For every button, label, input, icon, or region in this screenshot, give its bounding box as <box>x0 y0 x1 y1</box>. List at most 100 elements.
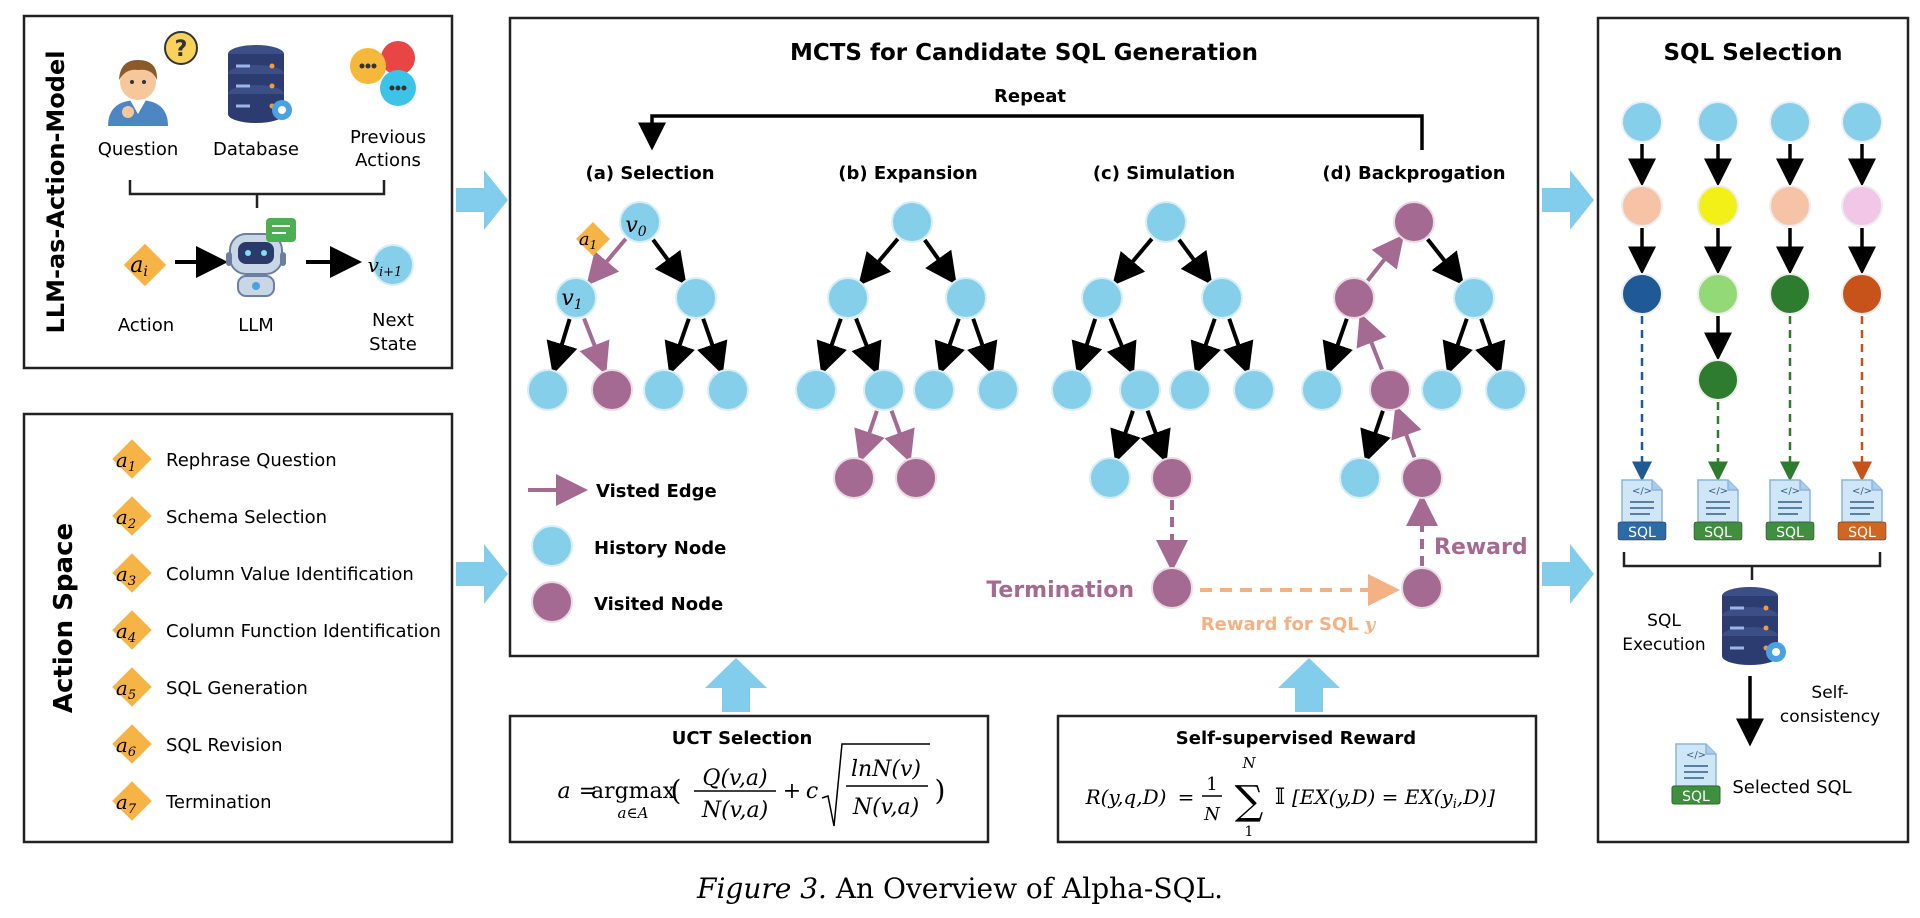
action-item-symbol: a <box>116 562 128 586</box>
repeat-loop-arrow <box>638 114 1424 151</box>
action-item-label: Column Value Identification <box>166 564 414 585</box>
state-subscript: i+1 <box>379 265 402 280</box>
selection-edge <box>651 238 687 286</box>
selected-sql-code-glyph: </> <box>1686 750 1706 761</box>
previous-actions-chat-icon <box>350 41 416 106</box>
uct-eq: = <box>579 779 597 804</box>
action-item-label: SQL Revision <box>166 735 283 756</box>
action-diamond-icon: ai <box>123 243 167 287</box>
expansion-leaf-node <box>913 369 955 411</box>
caption-text: An Overview of Alpha-SQL. <box>827 872 1223 905</box>
sql-file-icon: </>SQL <box>1693 479 1743 541</box>
simulation-node <box>1201 277 1243 319</box>
reward-box-title: Self-supervised Reward <box>1176 728 1416 749</box>
sql-tag: SQL <box>1628 525 1656 541</box>
question-person-icon <box>108 60 168 126</box>
uct-den2: N(v,a) <box>852 795 919 820</box>
uct-up-arrow <box>705 658 767 712</box>
uct-formula: a = argmax a∈A ( Q(v,a) N(v,a) + c lnN(v… <box>557 743 946 827</box>
state-symbol: v <box>368 253 380 277</box>
llm-action-model-side-title: LLM-as-Action-Model <box>42 51 70 334</box>
selection-edge-visited <box>579 317 610 376</box>
backprop-root-node <box>1393 201 1435 243</box>
uct-rparen: ) <box>935 774 946 807</box>
reward-sum: ∑ <box>1235 778 1264 824</box>
action-item-label: SQL Generation <box>166 678 308 699</box>
sql-path-node <box>1769 273 1811 315</box>
selection-root-node <box>619 201 661 243</box>
sql-path-node <box>1621 185 1663 227</box>
legend-history-node <box>531 525 573 567</box>
svg-text:a2: a2 <box>116 505 136 532</box>
sql-path-node <box>1621 273 1663 315</box>
uct-argmax: argmax <box>591 779 676 804</box>
action-subscript: i <box>143 264 147 280</box>
selected-sql-tag: SQL <box>1682 789 1710 805</box>
termination-label: Termination <box>986 578 1134 603</box>
action-item-label: Termination <box>165 792 272 813</box>
sql-candidate-column-4: </>SQL <box>1837 101 1887 541</box>
reward-up-arrow <box>1278 658 1340 712</box>
sql-path-node <box>1697 101 1739 143</box>
self-consistency-label-2: consistency <box>1780 707 1880 727</box>
simulation-visited-node <box>1151 457 1193 499</box>
simulation-node <box>1089 457 1131 499</box>
mcts-trees <box>527 201 1527 609</box>
sql-candidate-column-1: </>SQL <box>1617 101 1667 541</box>
database-label: Database <box>213 139 299 160</box>
reward-sum-top: N <box>1241 754 1256 772</box>
expansion-edge-visited <box>854 410 885 463</box>
backprop-edge <box>1426 238 1465 286</box>
sql-code-glyph: </> <box>1708 486 1728 497</box>
database-icon <box>226 43 294 125</box>
selection-edge-visited <box>586 237 628 286</box>
sql-path-node <box>1697 273 1739 315</box>
action-item-symbol: a <box>116 733 128 757</box>
simulation-edge <box>1106 317 1137 376</box>
a1-symbol: a <box>579 229 590 250</box>
selection-edge <box>664 318 695 375</box>
action-item-subscript: 4 <box>127 631 136 646</box>
action-item-2: a2 Schema Selection <box>112 496 327 536</box>
termination-node <box>1151 567 1193 609</box>
uct-num2: lnN(v) <box>851 757 921 782</box>
action-item-symbol: a <box>116 448 128 472</box>
backprop-leaf-node <box>1485 369 1527 411</box>
bottom-right-flow-arrow <box>1542 544 1594 604</box>
action-space-panel <box>22 412 454 844</box>
uct-a: a <box>557 779 570 804</box>
backprop-edge <box>1360 410 1391 463</box>
sql-path-node <box>1697 359 1739 401</box>
expansion-new-node <box>833 457 875 499</box>
simulation-edge <box>1071 318 1103 375</box>
stage-simulation-label: (c) Simulation <box>1093 163 1235 184</box>
selection-node <box>555 277 597 319</box>
backprop-visited-node <box>1401 457 1443 499</box>
backprop-edge <box>1475 318 1506 375</box>
expansion-edge <box>967 318 998 375</box>
legend-visited-node-label: Visited Node <box>594 594 723 615</box>
sql-code-glyph: </> <box>1780 486 1800 497</box>
expansion-edge <box>934 318 965 375</box>
expansion-edge <box>816 318 847 375</box>
action-item-label: Schema Selection <box>166 507 327 528</box>
action-item-label: Column Function Identification <box>166 621 441 642</box>
uct-title: UCT Selection <box>672 728 813 749</box>
svg-text:a3: a3 <box>116 562 136 589</box>
backprop-edge-visited <box>1356 312 1387 371</box>
expansion-edge <box>858 237 900 286</box>
sql-candidate-column-3: </>SQL <box>1765 101 1815 541</box>
selected-sql-label: Selected SQL <box>1732 777 1851 798</box>
sql-path-node <box>1769 101 1811 143</box>
sql-candidate-column-2: </>SQL <box>1693 101 1743 541</box>
action-space-side-title: Action Space <box>49 523 79 713</box>
selected-sql-file-icon: </> SQL <box>1671 743 1721 805</box>
action-item-subscript: 3 <box>128 574 136 589</box>
simulation-edge <box>1190 318 1221 375</box>
question-label: Question <box>98 139 179 160</box>
expansion-leaf-node <box>863 369 905 411</box>
